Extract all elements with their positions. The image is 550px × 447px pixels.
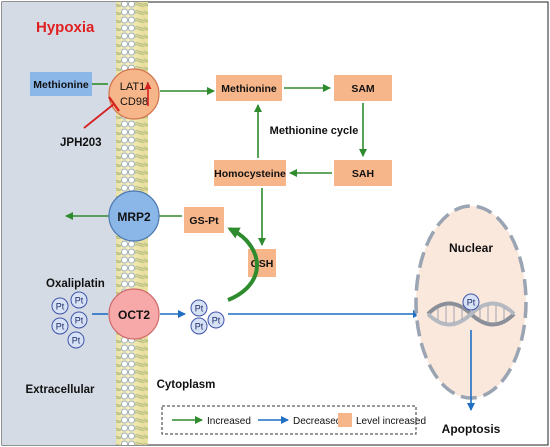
- intracellular-pt-cluster: Pt Pt Pt: [190, 299, 225, 335]
- pt-label: Pt: [195, 304, 204, 314]
- pt-label: Pt: [75, 296, 84, 306]
- nuclear-label: Nuclear: [449, 241, 493, 255]
- pt-molecule: Pt: [67, 331, 85, 349]
- pt-molecule: Pt: [70, 311, 88, 329]
- legend-decreased-label: Decreased: [293, 416, 341, 427]
- pt-label: Pt: [56, 322, 65, 332]
- mrp2-label: MRP2: [117, 210, 151, 224]
- extracellular-methionine-label: Methionine: [33, 79, 89, 91]
- pt-molecule: Pt: [70, 291, 88, 309]
- sam-label: SAM: [351, 83, 375, 95]
- cytoplasm-label: Cytoplasm: [157, 379, 216, 391]
- pt-molecule: Pt: [190, 299, 208, 317]
- pt-label: Pt: [72, 336, 81, 346]
- hypoxia-title: Hypoxia: [36, 19, 95, 36]
- cd98-label: CD98: [120, 96, 148, 108]
- lat1-increase-arrowhead: [144, 82, 152, 89]
- gsh-label: GSH: [251, 258, 274, 270]
- extracellular-region: [2, 2, 116, 445]
- pt-molecule: Pt: [207, 311, 225, 329]
- jph203-label: JPH203: [60, 137, 102, 149]
- lat1-label: LAT1/: [120, 81, 149, 93]
- legend-increased-label: Increased: [207, 416, 251, 427]
- jph203-inhibition-line: [83, 103, 115, 129]
- methionine-label: Methionine: [221, 83, 277, 95]
- nuclear-pt-molecule: Pt: [462, 293, 480, 311]
- jph203-inhibition-bar: [108, 96, 120, 112]
- homocysteine-box: [214, 160, 286, 186]
- mrp2-transporter: MRP2: [108, 190, 160, 242]
- legend-level-increased-swatch: [338, 413, 352, 427]
- extracellular-methionine-box: [30, 72, 92, 96]
- legend-box: [161, 405, 417, 435]
- apoptosis-label: Apoptosis: [442, 422, 501, 436]
- methionine-cycle-label: Methionine cycle: [270, 125, 359, 137]
- lat1-cd98-transporter: LAT1/ CD98: [108, 68, 160, 120]
- gsh-box: [248, 249, 276, 277]
- pt-label: Pt: [467, 298, 476, 308]
- pt-label: Pt: [56, 302, 65, 312]
- homocysteine-label: Homocysteine: [214, 168, 286, 180]
- oct2-transporter: OCT2: [108, 288, 160, 340]
- gs-pt-label: GS-Pt: [189, 215, 219, 227]
- pt-to-gs-pt-arrow: [227, 227, 259, 302]
- gs-pt-box: [184, 207, 224, 233]
- methionine-box: [216, 75, 282, 101]
- pt-label: Pt: [75, 316, 84, 326]
- oct2-label: OCT2: [118, 308, 150, 322]
- extracellular-label: Extracellular: [25, 384, 95, 396]
- sam-box: [334, 75, 392, 101]
- pt-molecule: Pt: [190, 317, 208, 335]
- legend-level-increased-label: Level increased: [356, 416, 426, 427]
- sah-box: [334, 160, 392, 186]
- extracellular-pt-cluster: Pt Pt Pt Pt Pt: [51, 291, 88, 349]
- dna-helix-icon: [426, 301, 516, 327]
- pt-label: Pt: [195, 322, 204, 332]
- pt-label: Pt: [212, 316, 221, 326]
- oxaliplatin-label: Oxaliplatin: [46, 278, 105, 290]
- pt-molecule: Pt: [51, 317, 69, 335]
- legend: Increased Decreased Level increased: [161, 405, 426, 435]
- sah-label: SAH: [352, 168, 374, 180]
- pt-molecule: Pt: [51, 297, 69, 315]
